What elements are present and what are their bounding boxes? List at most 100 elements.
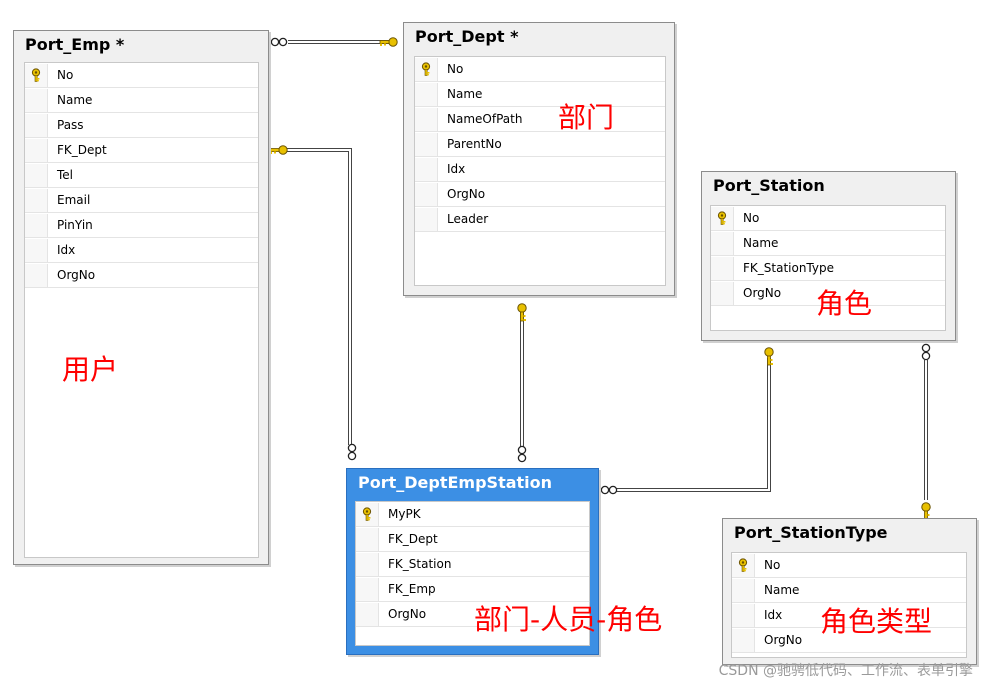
row-selector xyxy=(25,88,48,112)
column-name: PinYin xyxy=(57,218,93,232)
column-name: OrgNo xyxy=(388,607,427,621)
column-name: Tel xyxy=(57,168,74,182)
table-title: Port_Emp * xyxy=(25,35,125,54)
column-name: FK_Dept xyxy=(388,532,438,546)
row-selector xyxy=(415,207,438,231)
column-name: Idx xyxy=(764,608,783,622)
column-row[interactable]: No xyxy=(711,206,945,231)
column-row[interactable]: OrgNo xyxy=(415,182,665,207)
column-name: Leader xyxy=(447,212,489,226)
column-name: OrgNo xyxy=(447,187,486,201)
row-selector xyxy=(415,157,438,181)
label-station: 角色 xyxy=(816,287,873,320)
row-selector xyxy=(356,602,379,626)
column-name: No xyxy=(743,211,760,225)
column-name: OrgNo xyxy=(764,633,803,647)
row-selector xyxy=(25,263,48,287)
table-title: Port_Dept * xyxy=(415,27,519,46)
column-row[interactable]: FK_StationType xyxy=(711,256,945,281)
column-name: NameOfPath xyxy=(447,112,523,126)
column-name: MyPK xyxy=(388,507,421,521)
column-name: Idx xyxy=(447,162,466,176)
row-selector xyxy=(356,577,379,601)
column-row[interactable]: Idx xyxy=(732,603,966,628)
row-selector xyxy=(415,107,438,131)
column-row[interactable]: NameOfPath xyxy=(415,107,665,132)
row-selector xyxy=(711,281,734,305)
row-selector xyxy=(732,603,755,627)
row-selector xyxy=(25,138,48,162)
label-dept: 部门 xyxy=(558,101,615,134)
row-selector xyxy=(25,238,48,262)
column-row[interactable]: No xyxy=(25,63,258,88)
column-row[interactable]: Name xyxy=(25,88,258,113)
column-row[interactable]: Name xyxy=(711,231,945,256)
column-name: Idx xyxy=(57,243,76,257)
column-row[interactable]: No xyxy=(732,553,966,578)
column-row[interactable]: MyPK xyxy=(356,502,589,527)
column-row[interactable]: No xyxy=(415,57,665,82)
row-selector xyxy=(711,256,734,280)
column-row[interactable]: Leader xyxy=(415,207,665,232)
column-name: Email xyxy=(57,193,91,207)
column-row[interactable]: OrgNo xyxy=(356,602,589,627)
column-row[interactable]: Name xyxy=(415,82,665,107)
column-row[interactable]: FK_Dept xyxy=(356,527,589,552)
row-selector xyxy=(25,163,48,187)
row-selector xyxy=(356,552,379,576)
row-selector xyxy=(732,628,755,652)
column-name: Name xyxy=(447,87,483,101)
column-row[interactable]: ParentNo xyxy=(415,132,665,157)
row-selector xyxy=(25,213,48,237)
column-name: Name xyxy=(764,583,800,597)
column-name: Pass xyxy=(57,118,84,132)
column-name: OrgNo xyxy=(743,286,782,300)
column-row[interactable]: FK_Emp xyxy=(356,577,589,602)
column-row[interactable]: Tel xyxy=(25,163,258,188)
column-row[interactable]: Idx xyxy=(25,238,258,263)
label-dept-emp-station: 部门-人员-角色 xyxy=(474,603,663,636)
column-name: OrgNo xyxy=(57,268,96,282)
column-name: FK_Dept xyxy=(57,143,107,157)
column-row[interactable]: Email xyxy=(25,188,258,213)
column-row[interactable]: Pass xyxy=(25,113,258,138)
column-name: No xyxy=(57,68,74,82)
row-selector xyxy=(415,182,438,206)
primary-key-icon xyxy=(711,206,734,230)
primary-key-icon xyxy=(415,57,438,81)
column-row[interactable]: Name xyxy=(732,578,966,603)
rel-des-station xyxy=(600,347,774,495)
table-title: Port_DeptEmpStation xyxy=(358,473,553,492)
primary-key-icon xyxy=(732,553,755,577)
column-row[interactable]: OrgNo xyxy=(732,628,966,653)
table-title: Port_StationType xyxy=(734,523,888,542)
column-name: Name xyxy=(57,93,93,107)
column-row[interactable]: PinYin xyxy=(25,213,258,238)
primary-key-icon xyxy=(356,502,379,526)
column-name: ParentNo xyxy=(447,137,502,151)
column-name: Name xyxy=(743,236,779,250)
label-emp: 用户 xyxy=(62,353,119,386)
column-name: No xyxy=(764,558,781,572)
rel-emp-dept xyxy=(270,37,398,47)
row-selector xyxy=(711,231,734,255)
column-row[interactable]: Idx xyxy=(415,157,665,182)
column-row[interactable]: FK_Station xyxy=(356,552,589,577)
column-row[interactable]: OrgNo xyxy=(711,281,945,306)
column-row[interactable]: FK_Dept xyxy=(25,138,258,163)
column-row[interactable]: OrgNo xyxy=(25,263,258,288)
row-selector xyxy=(25,188,48,212)
row-selector xyxy=(356,527,379,551)
primary-key-icon xyxy=(25,63,48,87)
